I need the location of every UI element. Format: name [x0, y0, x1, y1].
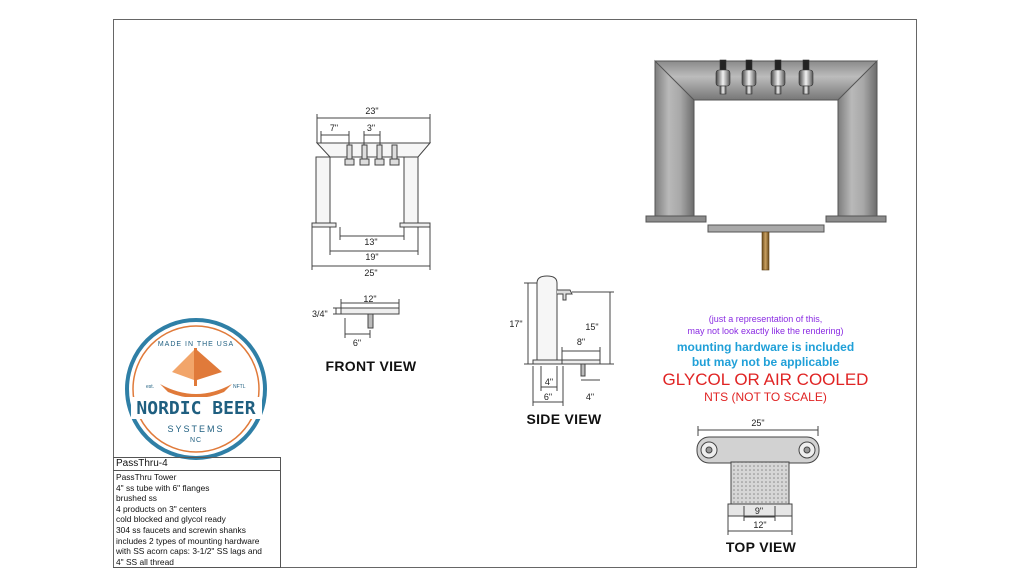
note-representation-2: may not look exactly like the rendering)	[687, 326, 844, 336]
spec-lines: PassThru Tower 4" ss tube with 6" flange…	[113, 471, 280, 567]
spec-line: 4" ss tube with 6" flanges	[116, 482, 210, 493]
logo-state: NC	[190, 437, 202, 444]
dim-front-3: 3"	[367, 123, 375, 133]
top-view-drawing	[696, 426, 820, 535]
dim-shank-6: 6"	[353, 338, 361, 348]
spec-line: 304 ss faucets and screwin shanks	[116, 524, 246, 535]
spec-line: 4" SS all thread	[116, 556, 174, 567]
dim-side-6: 6"	[544, 392, 552, 402]
logo-arc-text: MADE IN THE USA	[158, 341, 234, 348]
nordic-beer-logo	[125, 318, 267, 460]
spec-line: includes 2 types of mounting hardware	[116, 535, 260, 546]
note-hardware-2: but may not be applicable	[691, 355, 840, 369]
spec-line: cold blocked and glycol ready	[116, 514, 226, 525]
note-hardware-1: mounting hardware is included	[676, 340, 855, 354]
dim-side-15: 15"	[585, 322, 598, 332]
notes-block: (just a representation of this, may not …	[638, 313, 893, 405]
note-scale: NTS (NOT TO SCALE)	[704, 390, 827, 404]
top-view-label: TOP VIEW	[726, 539, 797, 555]
dim-side-17: 17"	[509, 319, 522, 329]
logo-sub: SYSTEMS	[167, 424, 224, 434]
spec-line: 4 products on 3" centers	[116, 503, 207, 514]
tower-rendering	[645, 59, 887, 271]
spec-box: PassThru-4 PassThru Tower 4" ss tube wit…	[113, 457, 281, 568]
dim-top-12: 12"	[753, 520, 766, 530]
side-view-drawing	[524, 275, 614, 406]
note-representation-1: (just a representation of this,	[708, 314, 823, 324]
spec-line: PassThru Tower	[116, 472, 177, 482]
dim-front-23: 23"	[365, 106, 378, 116]
spec-line: with SS acorn caps: 3-1/2" SS lags and	[116, 546, 262, 557]
spec-title: PassThru-4	[113, 458, 280, 471]
dim-side-8: 8"	[577, 337, 585, 347]
front-view-drawing	[311, 114, 432, 338]
dim-side-4-tube: 4"	[545, 377, 553, 387]
spec-line: brushed ss	[116, 493, 157, 504]
dim-top-9: 9"	[755, 506, 763, 516]
logo-year-left: est.	[146, 384, 154, 390]
logo-year-right: NFTL	[233, 384, 246, 390]
front-view-label: FRONT VIEW	[326, 358, 417, 374]
drawing-sheet	[113, 19, 917, 568]
dim-plate-thickness: 3/4"	[312, 309, 328, 319]
note-cooling: GLYCOL OR AIR COOLED	[662, 370, 869, 389]
dim-top-25: 25"	[751, 418, 764, 428]
logo-brand: NORDIC BEER	[136, 398, 255, 419]
dim-plate-12: 12"	[363, 294, 376, 304]
dim-front-25: 25"	[364, 268, 377, 278]
dim-front-19: 19"	[365, 252, 378, 262]
dim-side-4-shank: 4"	[586, 392, 594, 402]
side-view-label: SIDE VIEW	[526, 411, 602, 427]
dim-front-7: 7"	[330, 123, 338, 133]
dim-front-13: 13"	[364, 237, 377, 247]
